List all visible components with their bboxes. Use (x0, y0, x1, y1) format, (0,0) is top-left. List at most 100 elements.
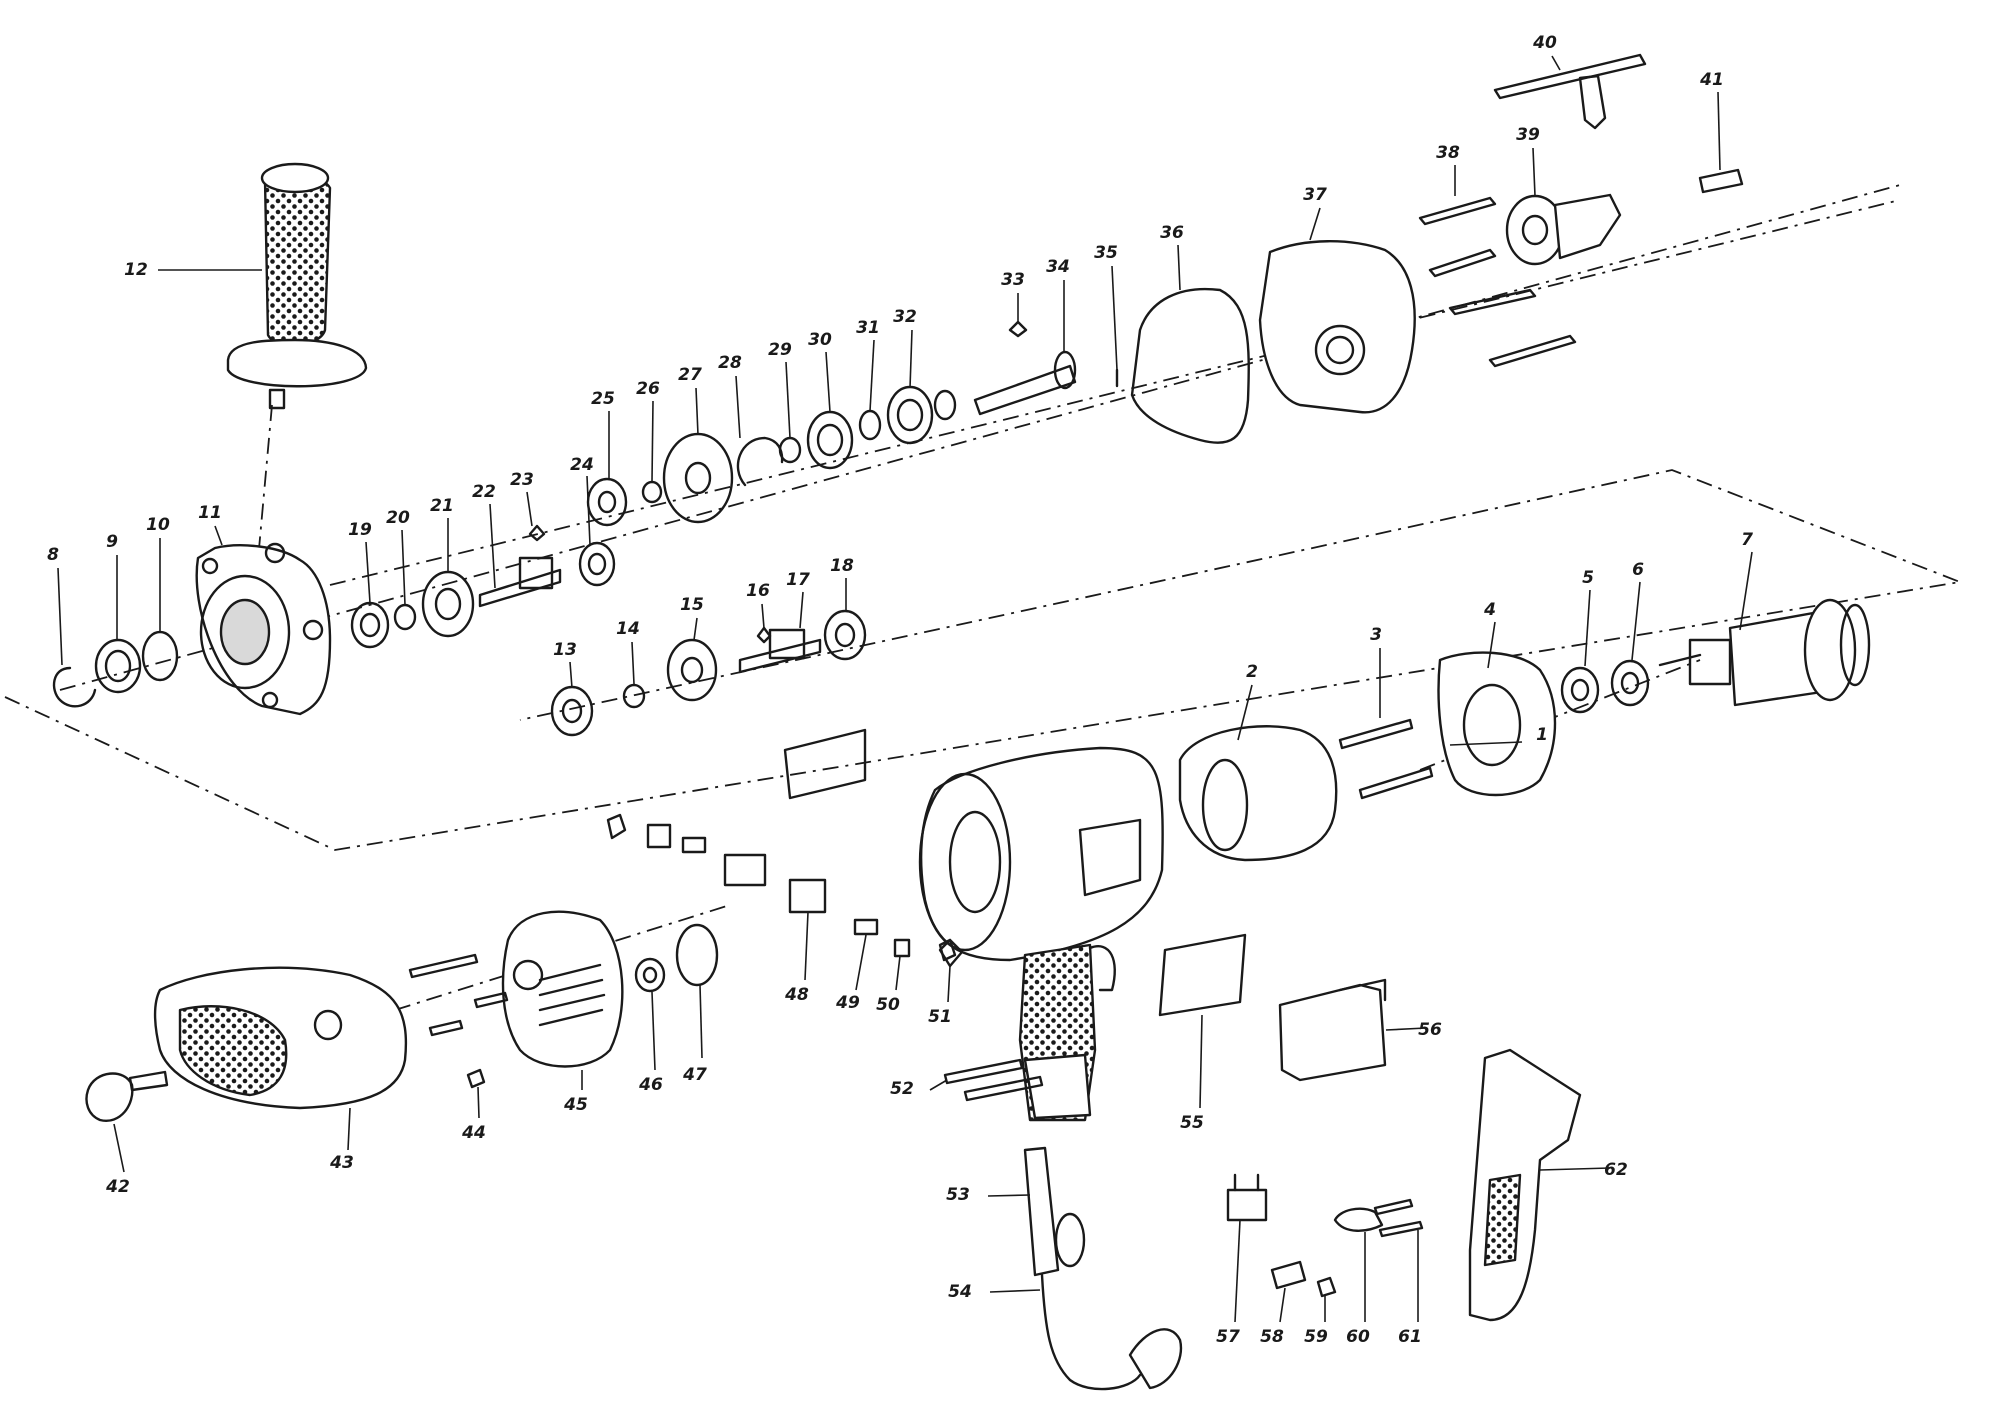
cord-clamp (1333, 1198, 1424, 1238)
leader-line-26 (651, 400, 654, 482)
part-number-33: 33 (1001, 270, 1025, 290)
leader-line-36 (1177, 244, 1181, 291)
leader-line-55 (1199, 1014, 1203, 1109)
spindle-parts (586, 385, 957, 527)
part-6 (1610, 659, 1650, 707)
part-number-51: 51 (928, 1007, 952, 1027)
leader-line-57 (1234, 1219, 1241, 1323)
leader-line-14 (631, 641, 635, 685)
part-number-25: 25 (591, 389, 615, 409)
leader-line-16 (761, 603, 765, 629)
leader-line-51 (947, 965, 951, 1003)
part-9 (94, 638, 142, 694)
leader-line-19 (365, 541, 371, 604)
leader-line-62 (1539, 1167, 1611, 1171)
power-cord (1040, 1273, 1183, 1391)
part-4 (1437, 651, 1557, 797)
part-number-52: 52 (890, 1079, 914, 1099)
brush-parts (606, 813, 957, 962)
part-number-22: 22 (472, 482, 496, 502)
part-number-59: 59 (1304, 1327, 1328, 1347)
part-number-60: 60 (1346, 1327, 1370, 1347)
part-number-53: 53 (946, 1185, 970, 1205)
part-number-4: 4 (1483, 600, 1496, 620)
part-number-56: 56 (1418, 1020, 1442, 1040)
chuck-assembly (1418, 53, 1744, 368)
part-number-20: 20 (386, 508, 410, 528)
leader-line-37 (1309, 207, 1321, 241)
part-58 (1270, 1260, 1307, 1290)
leader-line-54 (989, 1289, 1041, 1293)
part-number-36: 36 (1160, 223, 1184, 243)
gear-housing (195, 542, 332, 716)
leader-line-23 (526, 491, 533, 527)
leader-line-47 (699, 984, 703, 1059)
part-number-62: 62 (1604, 1160, 1628, 1180)
motor-housing (918, 746, 1164, 962)
part-number-34: 34 (1046, 257, 1070, 277)
part-51 (938, 938, 964, 968)
rear-cover (501, 910, 624, 1068)
part-number-38: 38 (1436, 143, 1460, 163)
part-8 (52, 666, 97, 708)
leader-line-11 (214, 525, 223, 546)
part-number-11: 11 (198, 503, 222, 523)
leader-line-41 (1717, 91, 1721, 171)
part-number-29: 29 (768, 340, 792, 360)
leader-line-1 (1449, 741, 1523, 746)
switch (1278, 978, 1387, 1082)
leader-line-28 (735, 375, 741, 439)
rear-pad (153, 966, 408, 1110)
part-number-31: 31 (856, 318, 880, 338)
gear-train-lower (550, 609, 867, 737)
gasket (1130, 287, 1250, 444)
label-plate-55 (1158, 933, 1247, 1017)
leader-line-13 (569, 661, 573, 689)
part-10 (141, 630, 179, 682)
part-number-44: 44 (461, 1123, 486, 1143)
leader-line-32 (909, 329, 913, 389)
part-number-55: 55 (1180, 1113, 1204, 1133)
handle-half (1468, 1048, 1582, 1322)
part-number-30: 30 (808, 330, 832, 350)
capacitor (1226, 1173, 1268, 1222)
part-number-50: 50 (876, 995, 900, 1015)
leader-line-49 (855, 934, 867, 991)
part-number-2: 2 (1246, 662, 1258, 682)
leader-line-5 (1584, 589, 1591, 667)
leader-line-39 (1532, 147, 1536, 197)
leader-line-44 (477, 1086, 480, 1119)
part-number-26: 26 (636, 379, 660, 399)
leader-line-17 (799, 591, 804, 629)
leader-line-30 (825, 351, 831, 413)
part-number-1: 1 (1536, 725, 1548, 745)
front-housing (1258, 240, 1416, 414)
leader-line-6 (1631, 581, 1641, 661)
leader-line-42 (113, 1123, 125, 1173)
part-number-16: 16 (746, 581, 770, 601)
part-number-5: 5 (1582, 568, 1594, 588)
leader-line-56 (1385, 1027, 1427, 1031)
leader-line-24 (586, 475, 591, 546)
part-59 (1316, 1276, 1337, 1298)
stator (1178, 725, 1338, 862)
part-47 (675, 923, 719, 987)
part-number-15: 15 (680, 595, 704, 615)
part-number-9: 9 (106, 532, 118, 552)
label-plate-upper (783, 728, 867, 800)
part-number-35: 35 (1094, 243, 1118, 263)
part-number-57: 57 (1216, 1327, 1240, 1347)
knob (85, 1070, 169, 1122)
leader-line-27 (695, 387, 699, 436)
part-number-48: 48 (784, 985, 809, 1005)
part-number-32: 32 (893, 307, 917, 327)
part-number-42: 42 (105, 1177, 130, 1197)
part-number-58: 58 (1260, 1327, 1284, 1347)
leader-line-15 (693, 617, 698, 641)
leader-line-31 (869, 339, 875, 412)
part-number-3: 3 (1370, 625, 1382, 645)
part-number-40: 40 (1532, 33, 1557, 53)
part-number-18: 18 (830, 556, 854, 576)
